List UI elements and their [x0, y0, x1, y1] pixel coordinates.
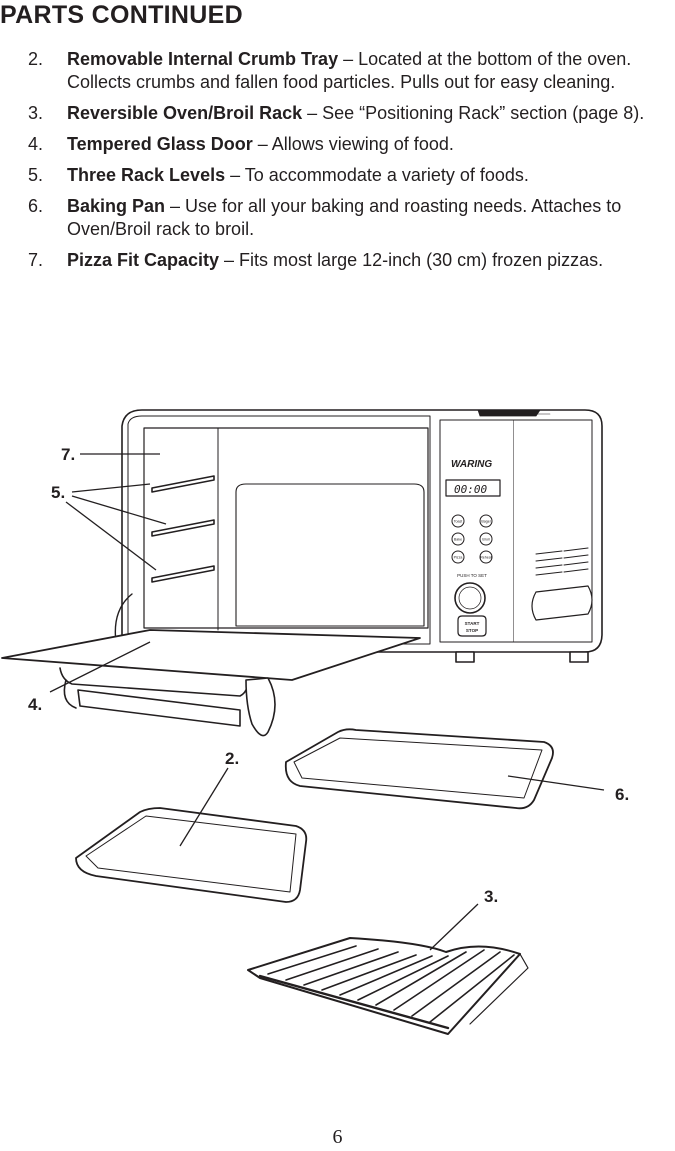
oven-cavity — [143, 427, 429, 631]
part-name: Pizza Fit Capacity — [67, 250, 220, 270]
part-description: – See “Positioning Rack” section (page 8… — [302, 103, 645, 123]
knob-label: PUSH TO SET — [457, 573, 487, 578]
part-description: – Located at the bottom of the oven. Col… — [67, 49, 632, 92]
callout-5: 5. — [51, 483, 65, 502]
brand-logo: WARING — [451, 459, 492, 470]
part-item-crumb-tray: 2. Removable Internal Crumb Tray – Locat… — [28, 48, 673, 94]
part-item-rack-levels: 5. Three Rack Levels – To accommodate a … — [28, 164, 673, 187]
button-label: Pizza — [454, 556, 463, 560]
part-name: Removable Internal Crumb Tray — [67, 49, 339, 69]
page-number: 6 — [332, 1126, 343, 1148]
oven-parts-diagram: WARING 00:00 Toast Bagel Bake Broil Pizz… — [1, 409, 629, 1035]
part-number: 7. — [28, 250, 44, 270]
part-number: 6. — [28, 196, 44, 216]
button-label: Bagel — [481, 520, 490, 524]
part-number: 4. — [28, 134, 44, 154]
callout-7: 7. — [61, 445, 75, 464]
side-vents — [535, 547, 589, 576]
button-label: Reheat — [480, 556, 492, 560]
part-number: 5. — [28, 165, 44, 185]
part-name: Tempered Glass Door — [67, 134, 253, 154]
callout-3: 3. — [484, 887, 498, 906]
part-item-baking-pan: 6. Baking Pan – Use for all your baking … — [28, 195, 673, 241]
baking-pan — [284, 728, 554, 810]
page-heading: PARTS CONTINUED — [0, 1, 243, 29]
rack-levels — [151, 475, 215, 583]
part-item-glass-door: 4. Tempered Glass Door – Allows viewing … — [28, 133, 673, 156]
part-number: 3. — [28, 103, 44, 123]
control-panel — [445, 479, 501, 637]
glass-door — [1, 629, 421, 737]
crumb-tray — [75, 807, 308, 903]
callout-2: 2. — [225, 749, 239, 768]
part-description: – Fits most large 12-inch (30 cm) frozen… — [219, 250, 604, 270]
part-name: Three Rack Levels — [67, 165, 226, 185]
button-label: Toast — [454, 520, 463, 524]
part-item-pizza-capacity: 7. Pizza Fit Capacity – Fits most large … — [28, 249, 673, 272]
part-description: – Allows viewing of food. — [252, 134, 454, 154]
side-handle — [531, 585, 593, 621]
button-label: Broil — [482, 538, 489, 542]
broil-rack — [247, 937, 529, 1035]
part-item-broil-rack: 3. Reversible Oven/Broil Rack – See “Pos… — [28, 102, 673, 125]
part-name: Baking Pan — [67, 196, 166, 216]
oven-foot — [569, 651, 589, 663]
parts-list: 2. Removable Internal Crumb Tray – Locat… — [28, 48, 673, 280]
callout-4: 4. — [28, 695, 42, 714]
display-readout: 00:00 — [454, 483, 487, 496]
part-description: – To accommodate a variety of foods. — [225, 165, 529, 185]
part-name: Reversible Oven/Broil Rack — [67, 103, 303, 123]
button-label: Bake — [454, 538, 462, 542]
stop-label: STOP — [466, 628, 478, 633]
callout-leaders — [49, 453, 605, 951]
callout-6: 6. — [615, 785, 629, 804]
start-label: START — [465, 621, 480, 626]
part-number: 2. — [28, 49, 44, 69]
oven-foot — [455, 651, 475, 663]
part-description: – Use for all your baking and roasting n… — [67, 196, 622, 239]
